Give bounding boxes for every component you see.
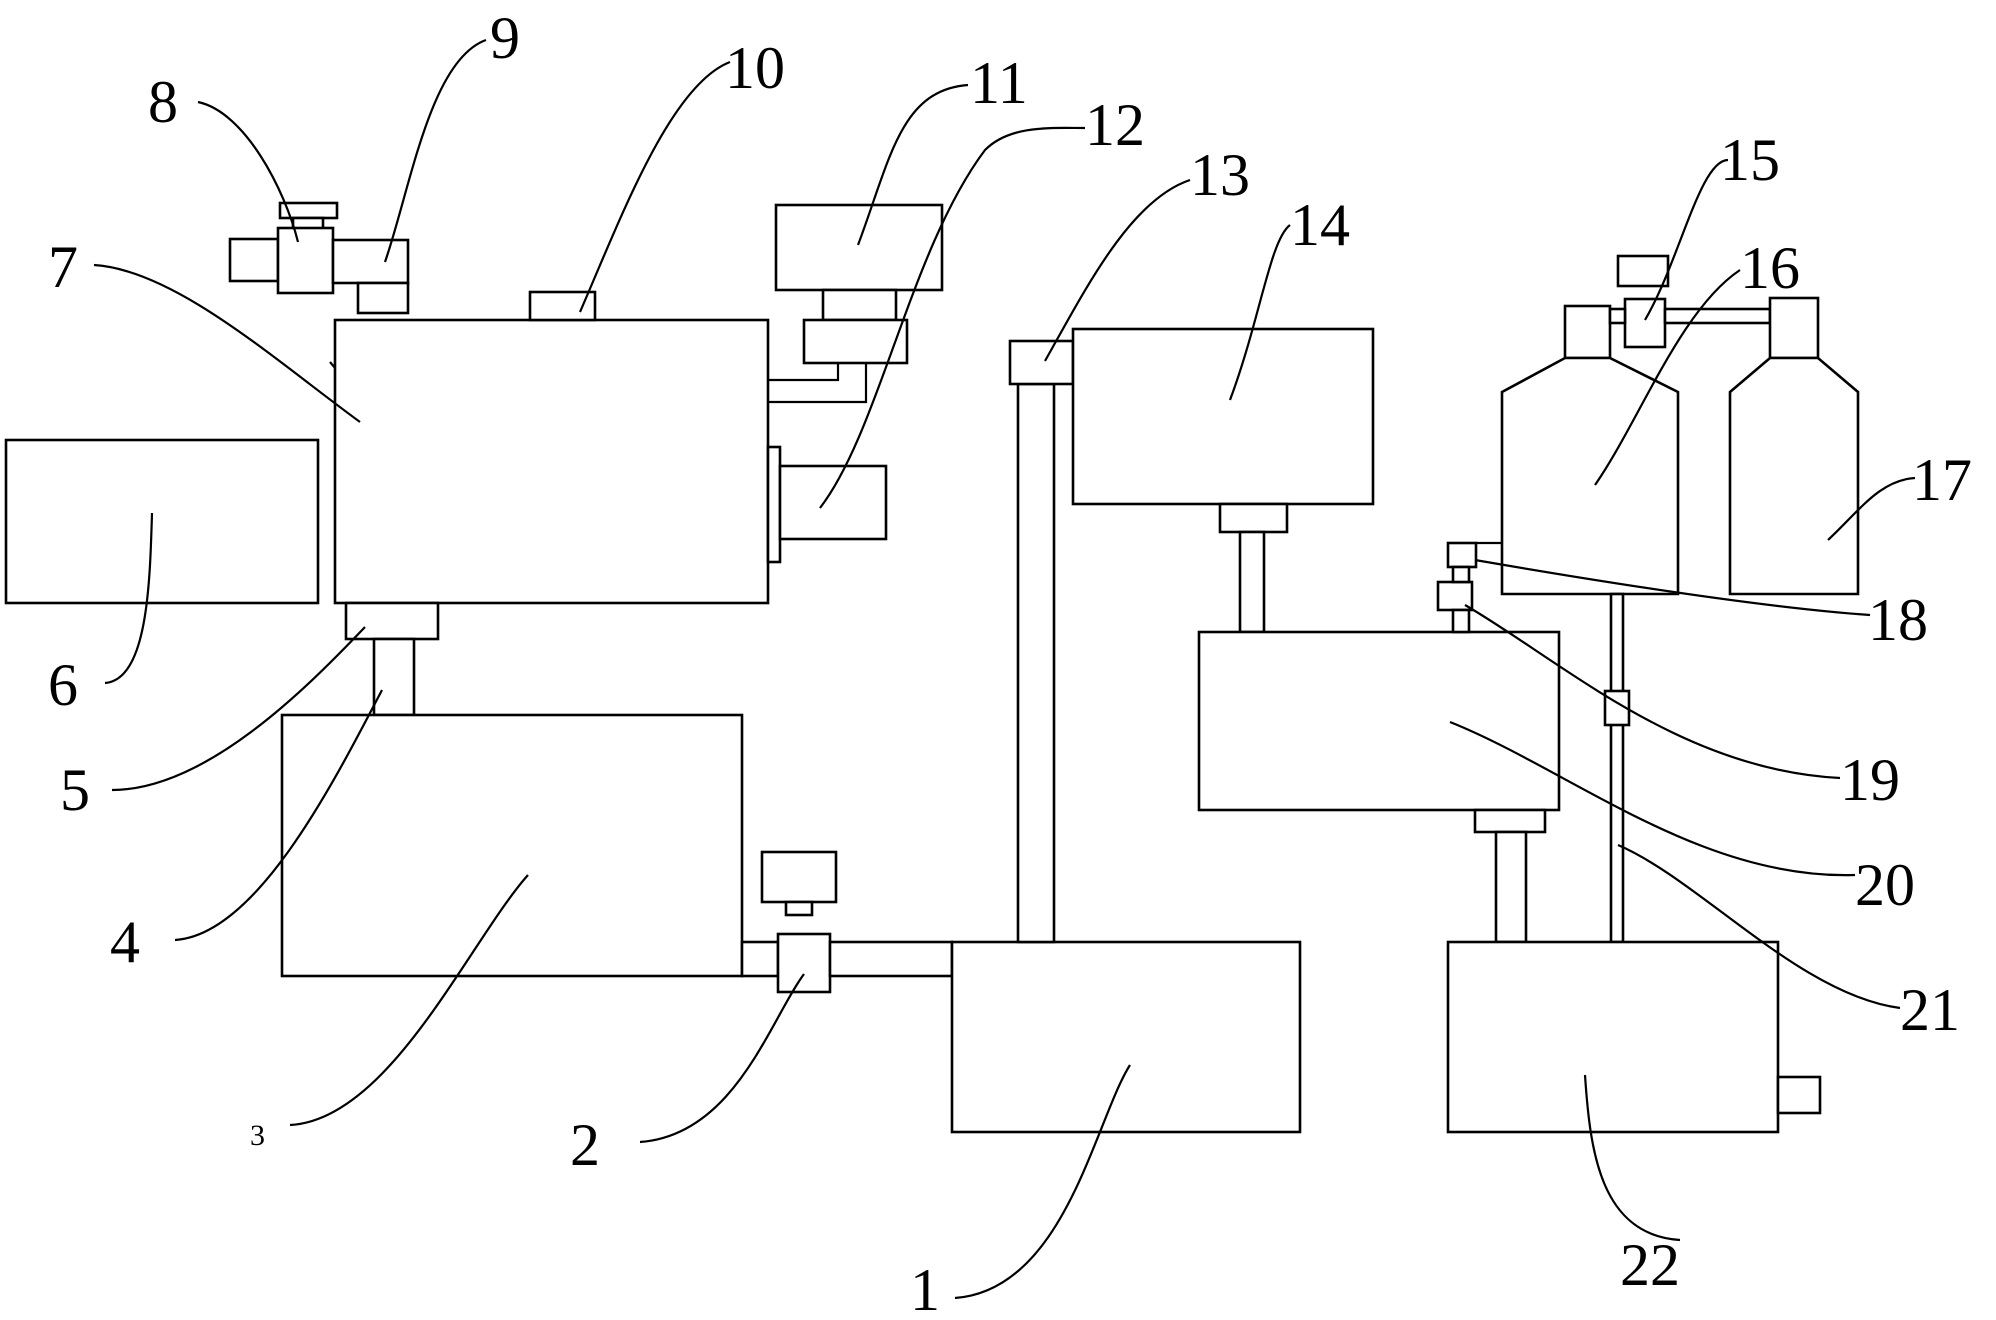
leader-18 bbox=[1474, 558, 1871, 617]
label-16: 16 bbox=[1740, 235, 1800, 301]
leader-11 bbox=[856, 83, 969, 246]
pipe-valve-to-1 bbox=[828, 940, 954, 978]
label-21: 21 bbox=[1900, 977, 1960, 1043]
component-12-flange bbox=[766, 445, 782, 564]
pipe-20-to-22 bbox=[1494, 830, 1528, 944]
component-6-box bbox=[4, 438, 320, 605]
leader-22 bbox=[1583, 1074, 1681, 1242]
component-3-box bbox=[280, 713, 744, 978]
label-13: 13 bbox=[1190, 142, 1250, 208]
label-15: 15 bbox=[1720, 127, 1780, 193]
leader-13 bbox=[1044, 178, 1191, 362]
component-15-handle bbox=[1616, 254, 1670, 288]
label-11: 11 bbox=[970, 50, 1028, 116]
component-17-vessel bbox=[1728, 356, 1860, 596]
label-7: 7 bbox=[48, 234, 78, 300]
pipe-19-to-20 bbox=[1451, 608, 1471, 634]
label-4: 4 bbox=[110, 909, 140, 975]
leader-10 bbox=[578, 60, 731, 313]
pipe-18-to-19 bbox=[1451, 565, 1471, 584]
label-12: 12 bbox=[1085, 92, 1145, 158]
leader-7b bbox=[329, 361, 336, 369]
leader-14 bbox=[1228, 224, 1291, 401]
label-8: 8 bbox=[148, 69, 178, 135]
component-2-gauge bbox=[760, 850, 838, 904]
component-16-neck bbox=[1563, 304, 1612, 360]
label-1: 1 bbox=[910, 1257, 940, 1320]
pipe-3-to-valve bbox=[740, 940, 780, 978]
pipe-11-to-7-inner bbox=[768, 363, 868, 404]
component-22-outlet bbox=[1776, 1075, 1822, 1115]
component-8-left-stub bbox=[228, 237, 280, 283]
leader-15 bbox=[1644, 158, 1729, 321]
component-15-valve-body bbox=[1623, 297, 1667, 349]
component-20-flange bbox=[1473, 808, 1547, 834]
component-9-elbow bbox=[331, 238, 410, 285]
leader-2 bbox=[639, 973, 805, 1144]
component-11-neck bbox=[821, 288, 898, 322]
leader-8 bbox=[197, 100, 300, 243]
label-10: 10 bbox=[725, 35, 785, 101]
leader-9 bbox=[383, 38, 487, 263]
label-18: 18 bbox=[1868, 587, 1928, 653]
label-17: 17 bbox=[1912, 447, 1972, 513]
component-8-valve-body bbox=[276, 226, 335, 295]
leader-1 bbox=[954, 1064, 1131, 1300]
component-18-fitting bbox=[1446, 541, 1478, 569]
label-3: 3 bbox=[250, 1119, 265, 1152]
label-2: 2 bbox=[570, 1112, 600, 1178]
component-13-joint bbox=[1008, 339, 1075, 386]
component-14-flange bbox=[1218, 502, 1289, 534]
component-2-valve-body bbox=[776, 932, 832, 994]
component-13-vertical-pipe bbox=[1016, 382, 1056, 944]
leader-7 bbox=[93, 263, 361, 423]
label-5: 5 bbox=[60, 757, 90, 823]
component-1-box bbox=[950, 940, 1302, 1134]
leader-17 bbox=[1827, 476, 1916, 541]
leader-5 bbox=[111, 626, 366, 792]
leader-20 bbox=[1449, 720, 1856, 877]
component-10-top-port bbox=[528, 290, 597, 322]
component-20-box bbox=[1197, 630, 1561, 812]
component-9-elbow-down bbox=[356, 281, 410, 315]
leader-12 bbox=[819, 126, 1086, 509]
component-21-pipe bbox=[1609, 592, 1625, 944]
component-12-box bbox=[778, 464, 888, 541]
component-4-pipe bbox=[372, 637, 416, 717]
label-14: 14 bbox=[1290, 192, 1350, 258]
label-9: 9 bbox=[490, 5, 520, 71]
component-2-neck bbox=[784, 900, 814, 917]
leader-4 bbox=[174, 689, 383, 942]
label-20: 20 bbox=[1855, 852, 1915, 918]
component-11-box bbox=[774, 203, 944, 292]
leader-16 bbox=[1594, 269, 1741, 486]
component-22-box bbox=[1446, 940, 1780, 1134]
leader-6 bbox=[104, 512, 154, 685]
component-7-main-box bbox=[333, 318, 770, 605]
component-11-connector bbox=[802, 318, 909, 365]
pipe-15-to-16 bbox=[1608, 307, 1627, 325]
pipe-11-to-7-outer bbox=[768, 363, 840, 382]
label-22: 22 bbox=[1620, 1232, 1680, 1298]
leader-3 bbox=[289, 874, 529, 1127]
label-19: 19 bbox=[1840, 747, 1900, 813]
pipe-16-to-17 bbox=[1663, 307, 1772, 325]
label-6: 6 bbox=[48, 652, 78, 718]
component-17-neck bbox=[1768, 296, 1820, 360]
leader-21 bbox=[1617, 843, 1901, 1010]
pipe-14-to-20 bbox=[1238, 530, 1266, 634]
component-14-box bbox=[1071, 327, 1375, 506]
component-16-vessel bbox=[1500, 356, 1680, 596]
leader-19 bbox=[1464, 604, 1841, 780]
